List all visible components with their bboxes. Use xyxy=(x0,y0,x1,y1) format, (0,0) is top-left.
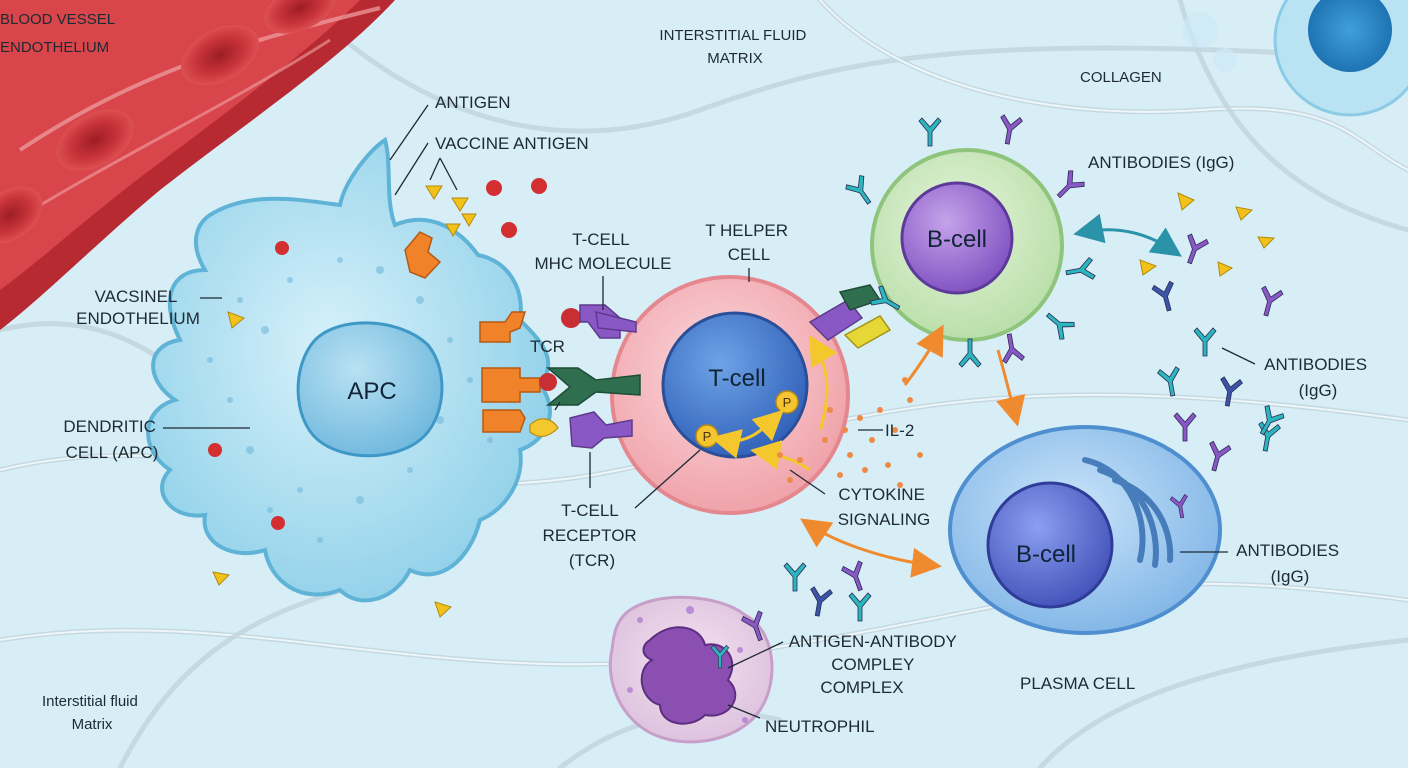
antigen-label: ANTIGEN xyxy=(435,93,511,112)
apc-nucleus xyxy=(296,321,444,458)
antibody-y-icon xyxy=(1157,366,1180,397)
antibody-y-icon xyxy=(958,338,982,368)
red-blood-cell xyxy=(0,186,43,244)
antibody-y-icon xyxy=(1173,412,1197,442)
antibody-y-icon xyxy=(1209,440,1232,472)
antibody-y-icon xyxy=(1056,170,1085,199)
plasma-cell: B-cell xyxy=(948,425,1222,635)
antibody-y-icon xyxy=(848,592,872,622)
antigen-peptide xyxy=(561,308,581,328)
red-blood-cell xyxy=(264,0,336,34)
red-blood-cell xyxy=(56,109,134,171)
phospho-badge-icon: P xyxy=(775,390,799,414)
antibody-y-icon xyxy=(1187,233,1209,265)
antibody-y-icon xyxy=(1169,493,1188,519)
receptor-complex xyxy=(404,231,641,449)
t-helper-label: T HELPER CELL xyxy=(705,221,793,264)
antibody-y-icon xyxy=(1261,285,1284,317)
vacsinel-label: VACSINEL ENDOTHELIUM xyxy=(76,287,200,328)
b-cell-plasma-label: B-cell xyxy=(1016,541,1076,568)
antigen-peptide xyxy=(539,373,557,391)
interaction-arrows xyxy=(800,213,1182,578)
interstitial-top-label: INTERSTITIAL FLUID MATRIX xyxy=(659,27,810,67)
apc-label: APC xyxy=(347,378,396,405)
il2-cytokine-particles xyxy=(777,377,923,488)
svg-text:P: P xyxy=(703,429,712,444)
dendritic-label: DENDRITIC CELL (APC) xyxy=(63,417,160,462)
t-cell-label: T-cell xyxy=(708,365,765,392)
antibody-y-icon xyxy=(710,644,730,669)
antibody-y-icon xyxy=(1259,405,1285,436)
vaccine-antigen-label: VACCINE ANTIGEN xyxy=(435,134,589,153)
svg-text:P: P xyxy=(783,395,792,410)
collagen-label: COLLAGEN xyxy=(1080,69,1162,86)
antibody-y-icon xyxy=(783,562,807,592)
tcr-long-label: T-CELL RECEPTOR (TCR) xyxy=(543,501,642,570)
tcr-short-label: TCR xyxy=(530,337,565,356)
antibody-y-icon xyxy=(810,586,833,617)
mhc-receptor-orange xyxy=(404,231,541,433)
antibody-y-icon xyxy=(1045,312,1075,340)
blood-vessel xyxy=(0,0,395,330)
signal-arrow xyxy=(710,409,784,459)
antibody-y-icon xyxy=(1193,327,1217,357)
blood-vessel-label: BLOOD VESSEL ENDOTHELIUM xyxy=(0,11,119,56)
b-cell-nucleus xyxy=(900,181,1014,295)
b-cell-top: B-cell xyxy=(870,148,1064,342)
antibody-y-icon xyxy=(870,285,901,311)
antibodies-label-3: ANTIBODIES (IgG) xyxy=(1236,541,1344,586)
antigen-triangle-icon xyxy=(212,185,1276,618)
red-particle-icon xyxy=(208,178,547,530)
antibody-y-icon xyxy=(1065,257,1096,280)
plasma-nucleus xyxy=(986,481,1114,609)
antibody-y-icon xyxy=(845,175,872,205)
b-cell-docking-receptor xyxy=(808,284,892,349)
text-labels: BLOOD VESSEL ENDOTHELIUM INTERSTITIAL FL… xyxy=(0,11,1372,736)
complex-label: ANTIGEN-ANTIBODY COMPLEY COMPLEX xyxy=(789,632,962,697)
neutrophil-cell xyxy=(608,595,774,744)
antibody-y-icon xyxy=(1000,114,1023,145)
golgi-apparatus xyxy=(1082,457,1174,568)
antibody-group xyxy=(710,114,1285,669)
antibody-y-icon xyxy=(1220,376,1243,407)
antibody-y-icon xyxy=(918,117,942,147)
signal-arrow xyxy=(750,440,811,472)
phospho-badge-icon: P xyxy=(695,424,719,448)
tcell-mhc-label: T-CELL MHC MOLECULE xyxy=(535,230,672,273)
red-blood-cell xyxy=(180,24,260,86)
tcr-receptor-green xyxy=(545,367,641,406)
dendritic-cell-apc: APC xyxy=(146,136,552,603)
antibodies-label-2: ANTIBODIES (IgG) xyxy=(1264,355,1372,400)
antibody-y-icon xyxy=(1151,280,1174,312)
antibodies-label-1: ANTIBODIES (IgG) xyxy=(1088,153,1234,172)
tcr-receptor-purple xyxy=(569,304,637,449)
leader-lines xyxy=(163,104,1256,719)
antibody-y-icon xyxy=(841,560,863,592)
il2-label: IL-2 xyxy=(885,421,914,440)
interstitial-bottom-label: Interstitial fluid Matrix xyxy=(42,693,142,733)
t-helper-cell: T-cell P P xyxy=(610,275,850,515)
neutrophil-label: NEUTROPHIL xyxy=(765,717,875,736)
signal-arrow xyxy=(808,334,838,431)
plasma-cell-label: PLASMA CELL xyxy=(1020,674,1135,693)
cytokine-label: CYTOKINE SIGNALING xyxy=(838,485,931,529)
corner-cell xyxy=(1182,0,1408,117)
b-cell-top-label: B-cell xyxy=(927,226,987,253)
antibody-y-icon xyxy=(741,610,763,642)
antibody-y-icon xyxy=(1002,333,1025,364)
